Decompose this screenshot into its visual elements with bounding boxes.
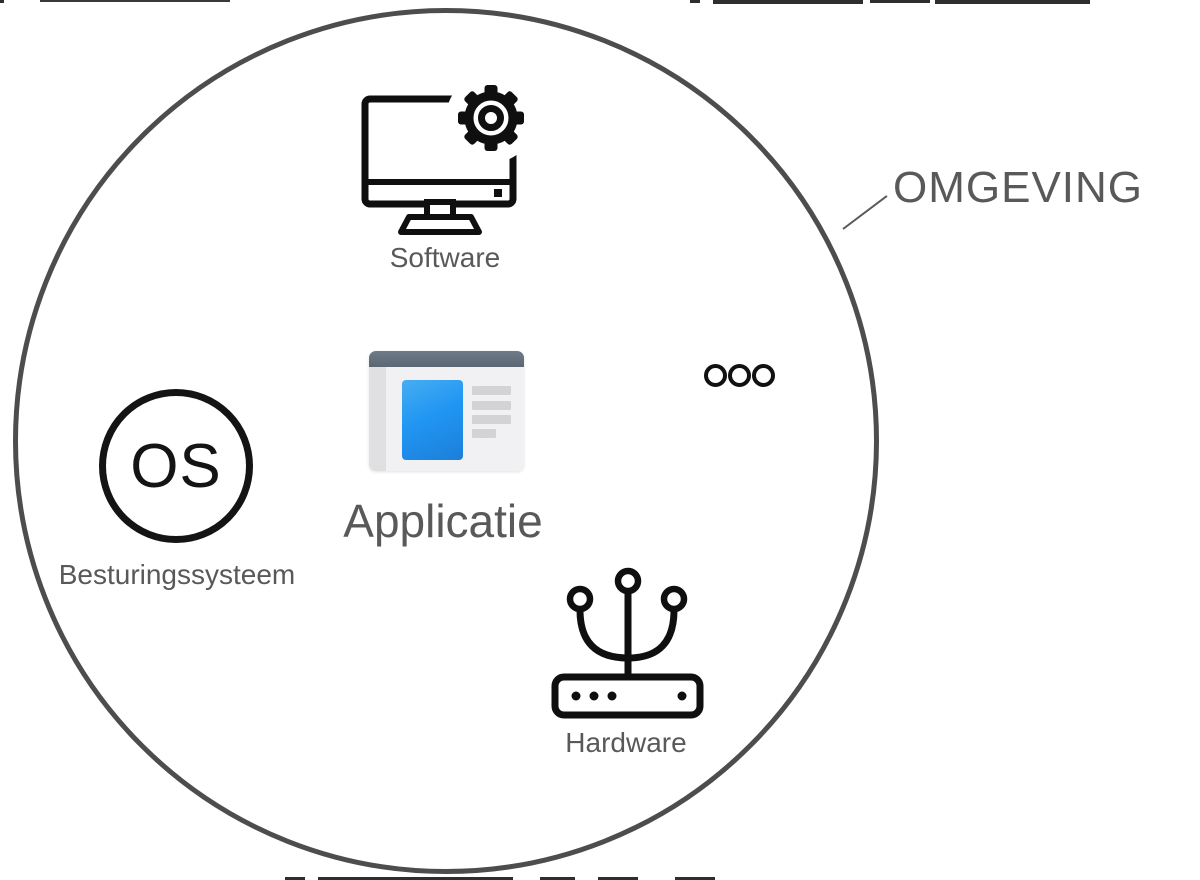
app-window-text-line: [472, 386, 511, 395]
app-window-titlebar: [369, 351, 524, 367]
node-software: [357, 85, 527, 237]
edge-artifact: [540, 877, 575, 880]
hardware-label: Hardware: [565, 727, 687, 758]
edge-artifact: [713, 0, 863, 4]
os-badge: OS: [130, 431, 222, 501]
omgeving-leader-line: [842, 195, 888, 230]
app-window-icon: [369, 351, 524, 471]
network-hub-icon: [548, 562, 708, 722]
edge-artifact: [598, 877, 638, 880]
app-window-text-line: [472, 429, 496, 438]
monitor-gear-icon: [357, 85, 527, 237]
omgeving-boundary-circle: [13, 8, 879, 874]
omgeving-label: OMGEVING: [893, 163, 1144, 212]
os-label: Besturingssysteem: [58, 559, 296, 590]
app-window-text-line: [472, 401, 511, 410]
ellipsis-dot: [728, 364, 751, 387]
app-window-sidebar: [369, 367, 386, 471]
node-hardware: [548, 562, 708, 722]
edge-artifact: [935, 0, 1090, 4]
applicatie-label: Applicatie: [343, 495, 543, 547]
edge-artifact: [690, 0, 700, 3]
edge-artifact: [870, 0, 930, 3]
edge-artifact: [0, 0, 4, 3]
ellipsis-dot: [704, 364, 727, 387]
os-circle-icon: OS: [99, 389, 253, 543]
software-label: Software: [389, 242, 501, 273]
edge-artifact: [40, 0, 230, 2]
edge-artifact: [285, 877, 305, 880]
edge-artifact: [318, 877, 513, 880]
edge-artifact: [675, 877, 715, 880]
ellipsis-icon: [704, 364, 775, 387]
app-window-content-block: [402, 380, 463, 460]
app-window-text-line: [472, 415, 511, 424]
ellipsis-dot: [752, 364, 775, 387]
